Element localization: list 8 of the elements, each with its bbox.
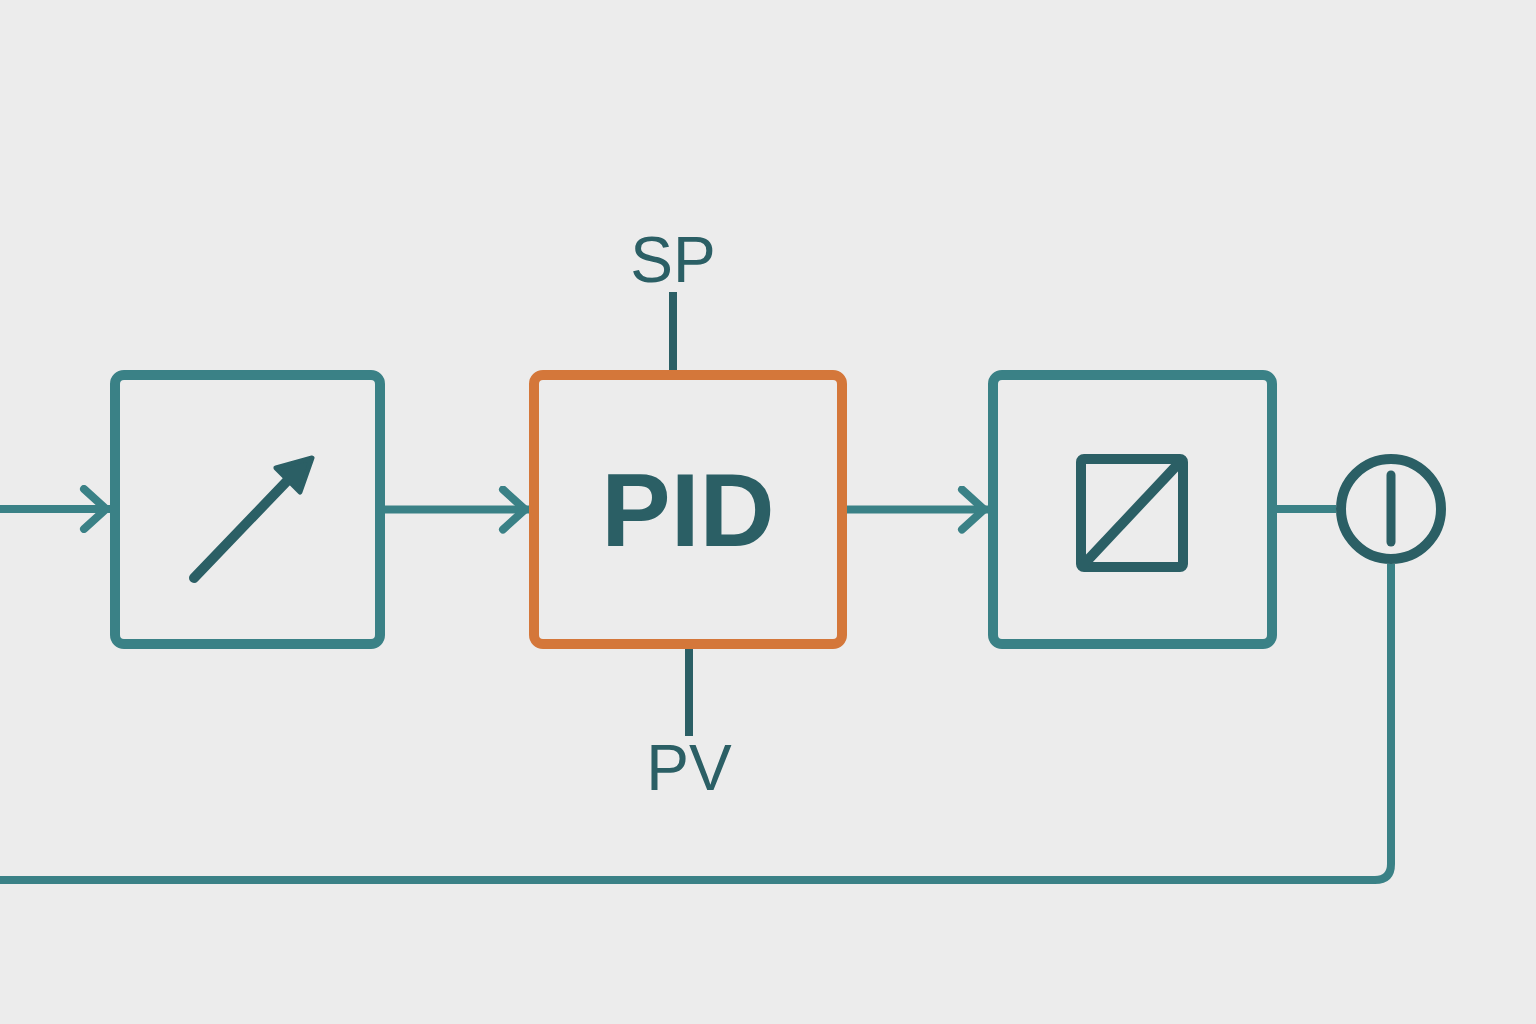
arrow <box>0 485 110 533</box>
signal-label: SP <box>630 228 716 292</box>
instrument-circle <box>1336 454 1446 564</box>
signal-label: PV <box>646 736 732 800</box>
process-box <box>988 370 1277 649</box>
process-box <box>110 370 385 649</box>
controller-label: PID <box>601 457 775 562</box>
controller-box <box>529 370 847 649</box>
